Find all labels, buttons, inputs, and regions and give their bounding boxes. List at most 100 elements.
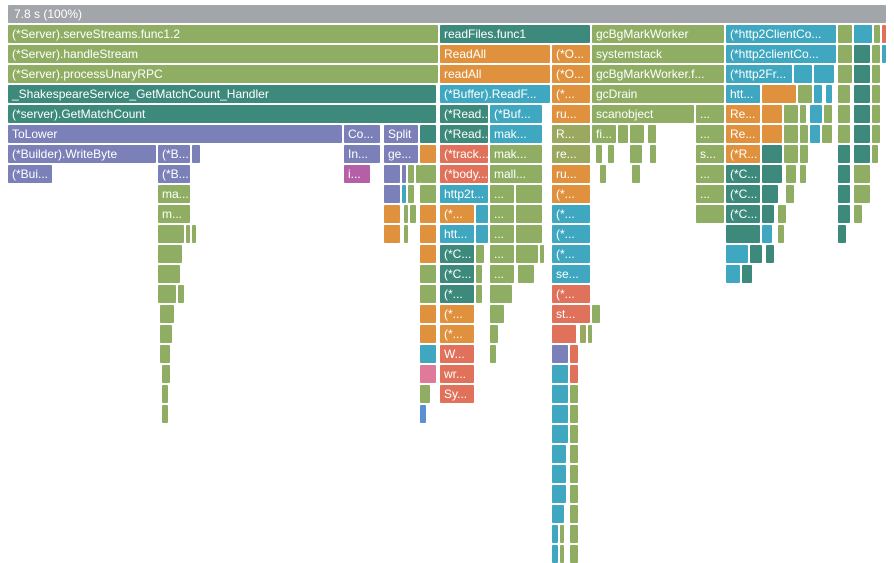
flame-frame-unlabeled[interactable] (160, 325, 172, 343)
flame-frame-unlabeled[interactable] (762, 225, 772, 243)
flame-frame-unlabeled[interactable] (762, 185, 778, 203)
flame-frame[interactable]: (*O... (552, 45, 590, 63)
flame-frame-unlabeled[interactable] (882, 45, 886, 63)
flame-frame-unlabeled[interactable] (158, 225, 184, 243)
flame-frame-unlabeled[interactable] (766, 245, 774, 263)
flame-frame-unlabeled[interactable] (824, 105, 832, 123)
flame-frame[interactable]: (*... (440, 325, 474, 343)
flame-frame-unlabeled[interactable] (872, 65, 880, 83)
flame-frame[interactable]: (*C... (726, 205, 760, 223)
flame-frame-unlabeled[interactable] (872, 145, 878, 163)
flame-frame[interactable]: (*... (552, 285, 590, 303)
flame-frame-unlabeled[interactable] (384, 185, 400, 203)
flame-frame-unlabeled[interactable] (854, 105, 870, 123)
flame-frame-unlabeled[interactable] (552, 445, 566, 463)
flame-frame[interactable]: (*body... (440, 165, 488, 183)
flame-frame-unlabeled[interactable] (814, 85, 822, 103)
flame-frame-unlabeled[interactable] (160, 305, 174, 323)
flame-frame-unlabeled[interactable] (570, 385, 578, 403)
flame-frame-unlabeled[interactable] (516, 205, 542, 223)
flame-frame-unlabeled[interactable] (838, 85, 850, 103)
flame-frame-unlabeled[interactable] (570, 505, 578, 523)
flame-frame-unlabeled[interactable] (810, 105, 822, 123)
flame-frame-unlabeled[interactable] (420, 285, 436, 303)
flame-frame-unlabeled[interactable] (800, 165, 806, 183)
flame-frame-unlabeled[interactable] (778, 205, 786, 223)
flame-frame-unlabeled[interactable] (420, 145, 436, 163)
flame-frame[interactable]: Split (384, 125, 418, 143)
flame-frame-unlabeled[interactable] (416, 165, 420, 183)
flame-frame[interactable]: (*Read... (440, 105, 488, 123)
flame-frame[interactable]: (*... (552, 225, 590, 243)
flame-frame-unlabeled[interactable] (420, 245, 436, 263)
flame-frame-unlabeled[interactable] (476, 285, 482, 303)
flame-frame-unlabeled[interactable] (402, 165, 406, 183)
flame-frame-unlabeled[interactable] (854, 185, 870, 203)
flame-frame-unlabeled[interactable] (814, 65, 834, 83)
flame-frame-unlabeled[interactable] (516, 185, 542, 203)
flame-frame-unlabeled[interactable] (404, 225, 408, 243)
flame-frame-unlabeled[interactable] (750, 245, 762, 263)
flame-frame-unlabeled[interactable] (800, 105, 806, 123)
flame-frame-unlabeled[interactable] (838, 205, 850, 223)
flame-frame-unlabeled[interactable] (762, 205, 774, 223)
flame-frame-unlabeled[interactable] (762, 105, 782, 123)
flame-frame-unlabeled[interactable] (552, 485, 566, 503)
flame-frame[interactable]: http2t... (440, 185, 488, 203)
flame-frame[interactable]: systemstack (592, 45, 724, 63)
flame-frame[interactable]: ru... (552, 105, 590, 123)
flame-frame-unlabeled[interactable] (420, 205, 436, 223)
flame-frame-unlabeled[interactable] (784, 105, 798, 123)
flame-frame[interactable]: (*B... (158, 145, 190, 163)
flame-frame-unlabeled[interactable] (726, 225, 760, 243)
flame-frame[interactable]: fi... (592, 125, 616, 143)
flame-frame-unlabeled[interactable] (420, 365, 436, 383)
flame-frame[interactable]: ... (490, 225, 514, 243)
flame-frame-unlabeled[interactable] (420, 345, 436, 363)
flame-frame[interactable]: ... (490, 205, 514, 223)
flame-frame-unlabeled[interactable] (162, 385, 168, 403)
flame-frame-unlabeled[interactable] (882, 25, 886, 43)
flame-frame[interactable]: ma... (158, 185, 190, 203)
flame-frame-unlabeled[interactable] (420, 405, 426, 423)
flame-frame-unlabeled[interactable] (762, 165, 782, 183)
flame-frame[interactable]: (*http2ClientCo... (726, 25, 836, 43)
flame-frame-unlabeled[interactable] (794, 65, 812, 83)
flame-frame[interactable]: re... (552, 145, 590, 163)
flame-root-bar[interactable]: 7.8 s (100%) (8, 5, 886, 23)
flame-frame[interactable]: (*Builder).WriteByte (8, 145, 156, 163)
flame-frame[interactable]: gcDrain (592, 85, 724, 103)
flame-frame[interactable]: s... (696, 145, 724, 163)
flame-frame[interactable]: ... (490, 185, 514, 203)
flame-frame[interactable]: ru... (552, 165, 590, 183)
flame-frame[interactable]: _ShakespeareService_GetMatchCount_Handle… (8, 85, 436, 103)
flame-frame-unlabeled[interactable] (854, 125, 870, 143)
flame-frame[interactable]: In... (344, 145, 380, 163)
flame-frame[interactable]: (*... (552, 205, 590, 223)
flame-frame-unlabeled[interactable] (552, 545, 558, 563)
flame-frame-unlabeled[interactable] (420, 165, 436, 183)
flame-frame-unlabeled[interactable] (854, 145, 870, 163)
flame-frame-unlabeled[interactable] (810, 125, 820, 143)
flame-frame-unlabeled[interactable] (420, 265, 436, 283)
flame-frame[interactable]: (*Server).serveStreams.func1.2 (8, 25, 438, 43)
flame-frame-unlabeled[interactable] (404, 205, 408, 223)
flame-frame-unlabeled[interactable] (800, 145, 808, 163)
flame-frame-unlabeled[interactable] (762, 85, 796, 103)
flame-frame-unlabeled[interactable] (420, 325, 436, 343)
flame-frame-unlabeled[interactable] (872, 105, 880, 123)
flame-frame-unlabeled[interactable] (778, 225, 784, 243)
flame-frame-unlabeled[interactable] (420, 185, 436, 203)
flame-frame[interactable]: Sy... (440, 385, 474, 403)
flame-frame[interactable]: (*http2Fr... (726, 65, 792, 83)
flame-frame-unlabeled[interactable] (570, 345, 578, 363)
flame-frame[interactable]: W... (440, 345, 474, 363)
flame-frame[interactable]: m... (158, 205, 190, 223)
flame-frame-unlabeled[interactable] (420, 125, 436, 143)
flame-frame-unlabeled[interactable] (608, 145, 614, 163)
flame-frame-unlabeled[interactable] (592, 305, 600, 323)
flame-frame-unlabeled[interactable] (618, 125, 628, 143)
flame-frame-unlabeled[interactable] (516, 245, 538, 263)
flame-frame[interactable]: (*Server).processUnaryRPC (8, 65, 438, 83)
flame-frame-unlabeled[interactable] (596, 145, 602, 163)
